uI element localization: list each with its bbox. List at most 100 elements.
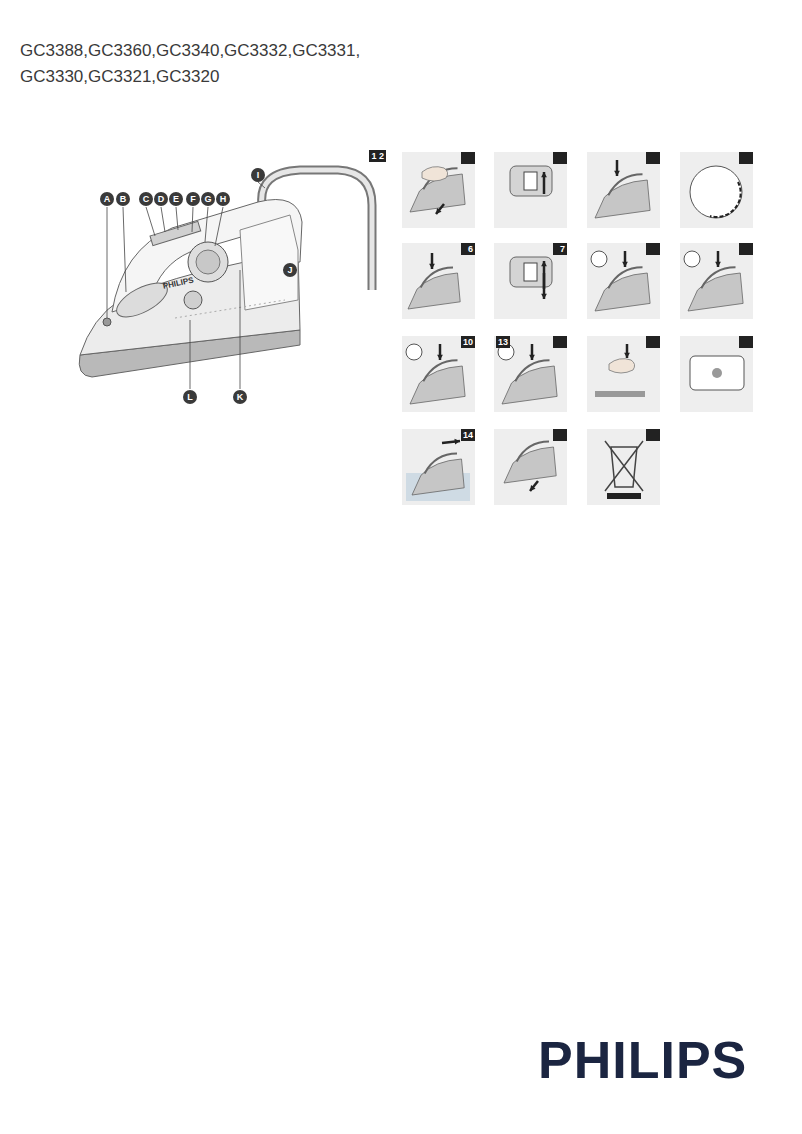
iron-sketch (688, 273, 743, 311)
step-number: 13 (496, 336, 510, 348)
arrow-head (541, 294, 547, 299)
iron-sketch (595, 273, 650, 311)
iron-sketch (595, 180, 650, 218)
step-panel (680, 243, 753, 319)
bar (607, 493, 641, 499)
iron-sketch (412, 459, 464, 495)
step-panel (402, 336, 475, 412)
step-badge (646, 243, 660, 255)
step-arrow (436, 204, 444, 214)
callout-letter: C (139, 192, 153, 206)
step-badge (739, 152, 753, 164)
cross (605, 441, 643, 491)
turn-arrow (710, 182, 741, 217)
callout-letter: H (216, 192, 230, 206)
step-panel (587, 243, 660, 319)
leader-line (123, 207, 126, 292)
callout-letter: L (183, 390, 197, 404)
handle-sketch (701, 267, 735, 288)
box-dot (712, 368, 722, 378)
panel-art (408, 253, 460, 309)
step-badge (461, 336, 475, 348)
callout-letter: A (100, 192, 114, 206)
brand-logo: PHILIPS (538, 1030, 747, 1090)
panel-art (504, 442, 556, 491)
callout-letter: G (201, 192, 215, 206)
callout-letter: K (233, 390, 247, 404)
step-badge (553, 152, 567, 164)
arrow-head (437, 355, 443, 360)
step-panels (402, 152, 753, 505)
panel-art (690, 166, 742, 218)
step-badge (646, 336, 660, 348)
leader-line (146, 207, 155, 236)
step-badge (739, 336, 753, 348)
iron-drawing (79, 170, 372, 389)
box-sketch (690, 356, 744, 390)
callout-letter: D (154, 192, 168, 206)
slider-sketch (524, 263, 537, 281)
rear-housing (240, 215, 298, 310)
arrow-head (429, 264, 435, 269)
buttons (150, 221, 201, 245)
panel-art (591, 251, 650, 311)
leader-line (215, 207, 223, 246)
model-title: GC3388,GC3360,GC3340,GC3332,GC3331, GC33… (20, 38, 400, 90)
steam-icon (406, 344, 422, 360)
step-badge (461, 152, 475, 164)
panel-art (510, 166, 552, 196)
spray-nozzle (103, 318, 111, 326)
iron-sketch (504, 447, 556, 483)
leader-line (205, 207, 208, 242)
step-panel (402, 243, 475, 319)
step-number: 6 (466, 243, 475, 255)
panel-art (406, 344, 465, 404)
arrow-head (614, 171, 620, 176)
leader-line (258, 182, 265, 188)
step-number: 10 (461, 336, 475, 348)
soleplate-sketch (595, 391, 645, 397)
panel-art (684, 251, 743, 311)
step-panel (494, 429, 567, 505)
step-panel (494, 243, 567, 319)
handle-sketch (517, 442, 549, 462)
handle-sketch (515, 360, 549, 381)
leader-line (190, 320, 191, 389)
arrow-head (624, 353, 630, 358)
arrow-head (541, 261, 547, 266)
step-panel (587, 336, 660, 412)
iron-sketch (408, 273, 460, 309)
callout-letter: J (283, 263, 297, 277)
hand-sketch (609, 359, 635, 373)
step-number: 14 (461, 429, 475, 441)
step-badge (461, 429, 475, 441)
handle-sketch (608, 267, 642, 288)
step-panel (402, 429, 475, 505)
level-marks (175, 300, 285, 318)
step-panel (402, 152, 475, 228)
slider-sketch (524, 172, 537, 190)
panel-art (595, 160, 650, 218)
step-number: 7 (558, 243, 567, 255)
temperature-dial (188, 242, 228, 282)
panel-art (510, 257, 552, 299)
arrow-head (529, 355, 535, 360)
callout-letter: E (169, 192, 183, 206)
selector-sketch (510, 166, 552, 196)
hand-sketch (422, 167, 448, 181)
arrow-head (530, 485, 536, 491)
step-badge (739, 243, 753, 255)
panel-art (595, 344, 645, 397)
handle-sketch (425, 454, 457, 474)
callout-letter: F (186, 192, 200, 206)
handle-sketch (421, 268, 453, 288)
panel-art (690, 356, 744, 390)
step-badge (646, 429, 660, 441)
steam-icon (684, 251, 700, 267)
arrow-head (541, 172, 547, 177)
arrow-head (436, 208, 442, 214)
step-panel (494, 152, 567, 228)
step-panel (587, 152, 660, 228)
dial-sketch (690, 166, 742, 218)
